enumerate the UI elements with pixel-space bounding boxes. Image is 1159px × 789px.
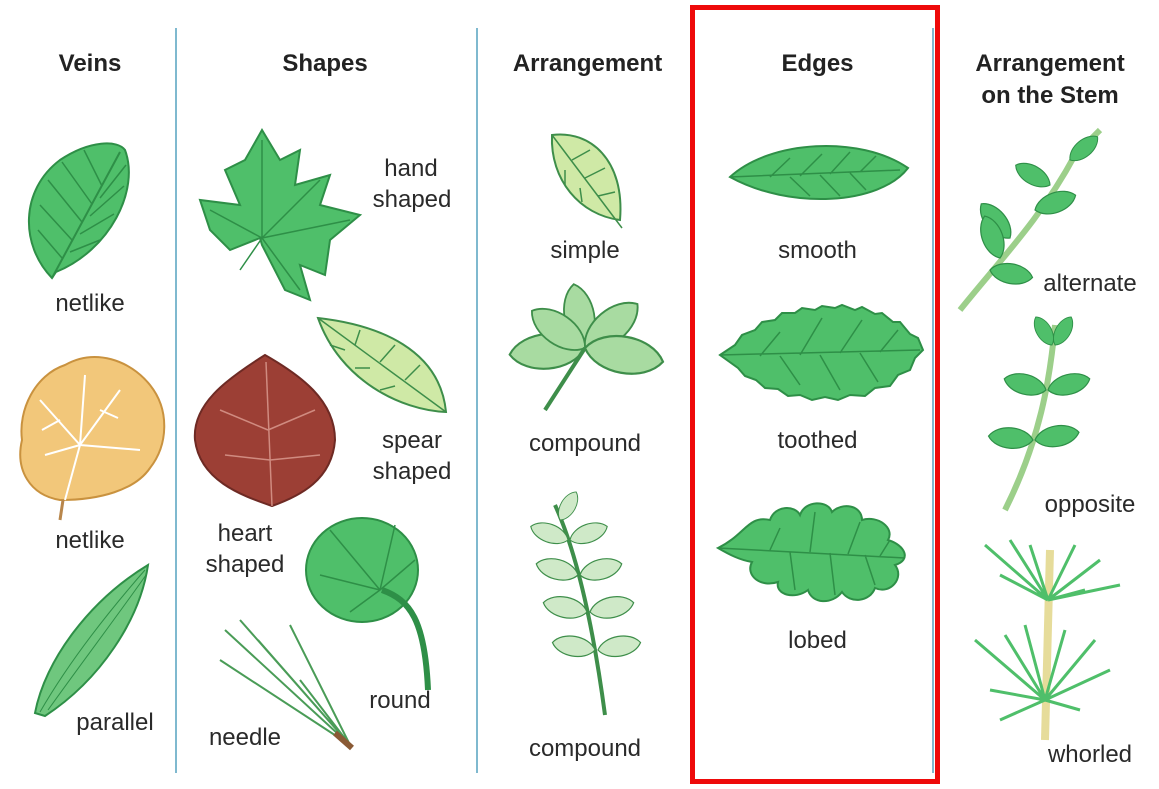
whorled-label: whorled (1030, 739, 1150, 770)
shaped-label: shaped (362, 184, 462, 215)
heart-label: heart (195, 518, 295, 549)
arrangement-heading: Arrangement (495, 48, 680, 80)
alternate-label: alternate (1030, 268, 1150, 299)
palmate-compound-leaf-icon (508, 282, 666, 410)
column-divider (476, 28, 478, 773)
arrangement-on-stem-heading-line2: on the Stem (955, 80, 1145, 112)
netlike-leaf-icon (29, 143, 129, 278)
column-divider (175, 28, 177, 773)
spear-shaped-leaf-icon (318, 318, 446, 412)
smooth-label: smooth (760, 235, 875, 266)
opposite-label: opposite (1030, 489, 1150, 520)
simple-label: simple (530, 235, 640, 266)
round-label: round (355, 685, 445, 716)
hand-shaped-leaf-icon (200, 130, 360, 300)
hand-label: hand (370, 153, 452, 184)
edges-highlight-box (690, 5, 940, 784)
toothed-label: toothed (760, 425, 875, 456)
veins-heading: Veins (40, 48, 140, 80)
shapes-heading: Shapes (250, 48, 400, 80)
shaped-label: shaped (195, 549, 295, 580)
needle-label: needle (195, 722, 295, 753)
edges-heading: Edges (750, 48, 885, 80)
whorled-arrangement-icon (975, 540, 1120, 740)
simple-leaf-icon (552, 134, 622, 228)
heart-shaped-leaf-icon (195, 355, 335, 506)
arrangement-on-stem-heading-line1: Arrangement (955, 48, 1145, 80)
round-leaf-icon (306, 518, 428, 690)
shaped-label: shaped (362, 456, 462, 487)
netlike-label: netlike (40, 525, 140, 556)
autumn-netlike-leaf-icon (20, 357, 164, 520)
opposite-arrangement-icon (988, 313, 1093, 510)
parallel-label: parallel (65, 707, 165, 738)
netlike-label: netlike (40, 288, 140, 319)
pinnate-compound-leaf-icon (528, 488, 643, 715)
lobed-label: lobed (760, 625, 875, 656)
compound-label: compound (515, 733, 655, 764)
compound-label: compound (515, 428, 655, 459)
spear-label: spear (362, 425, 462, 456)
parallel-leaf-icon (35, 565, 148, 716)
